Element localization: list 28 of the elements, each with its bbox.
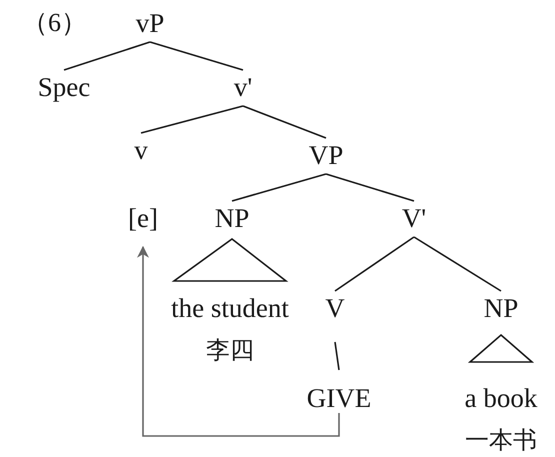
- triangle-roof: [172, 238, 288, 282]
- branch-line: [334, 342, 340, 370]
- branch-line: [150, 41, 244, 71]
- example-number: （6）: [22, 8, 87, 38]
- tree-node-label: v': [234, 72, 252, 102]
- tree-node-label: NP: [484, 293, 518, 323]
- leaf-text: the student: [171, 293, 289, 323]
- branch-line: [242, 105, 326, 139]
- branch-line: [140, 105, 244, 134]
- gloss-text: 李四: [205, 337, 255, 365]
- branch-line: [414, 236, 502, 292]
- tree-node-label: v: [134, 135, 148, 165]
- tree-node-label: V': [402, 203, 426, 233]
- branch-line: [326, 173, 414, 202]
- movement-arrow: [137, 246, 340, 437]
- tree-node-label: vP: [136, 8, 164, 38]
- gloss-text: 一本书: [464, 427, 538, 455]
- triangle-roof: [468, 334, 534, 363]
- branch-line: [64, 41, 150, 71]
- branch-line: [334, 236, 414, 292]
- branch-line: [232, 173, 326, 202]
- tree-node-label: V: [325, 293, 345, 323]
- tree-node-label: GIVE: [306, 383, 372, 413]
- leaf-text: a book: [464, 383, 538, 413]
- tree-node-label: VP: [308, 140, 344, 170]
- tree-node-label: Spec: [38, 72, 90, 102]
- tree-node-label: [e]: [128, 203, 158, 233]
- tree-node-label: NP: [214, 203, 250, 233]
